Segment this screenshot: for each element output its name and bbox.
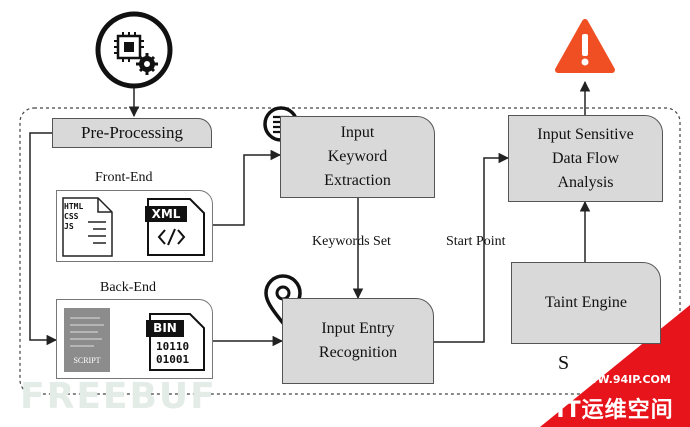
pre-processing-node: Pre-Processing xyxy=(52,118,212,148)
site-url-watermark: WWW.94IP.COM xyxy=(573,373,671,386)
arrow-frontend-to-keyword xyxy=(213,149,282,226)
script-file-icon xyxy=(64,308,110,372)
entry-recognition-node: Input Entry Recognition xyxy=(282,298,434,384)
arrow-preprocessing-to-backend xyxy=(29,132,58,346)
system-boundary xyxy=(19,107,681,395)
front-end-panel xyxy=(56,190,213,262)
back-end-label: Back-End xyxy=(100,280,156,295)
site-name-watermark: IT运维空间 xyxy=(556,398,674,423)
processor-gear-icon xyxy=(95,11,173,89)
front-end-label: Front-End xyxy=(95,170,153,185)
arrow-entry-to-analysis xyxy=(434,152,510,343)
keyword-extraction-node: Input Keyword Extraction xyxy=(280,116,435,198)
bin-file-icon xyxy=(146,313,205,371)
bin-bits-1: 10110 xyxy=(156,340,190,353)
data-flow-analysis-node: Input Sensitive Data Flow Analysis xyxy=(508,115,663,202)
css-tag: CSS xyxy=(64,212,79,221)
back-end-panel xyxy=(56,299,213,379)
warning-icon xyxy=(555,19,615,73)
taint-engine-node: Taint Engine xyxy=(511,262,661,344)
js-tag: JS xyxy=(64,222,74,231)
bin-tag: BIN xyxy=(153,321,177,335)
bin-bits-2: 01001 xyxy=(156,353,190,366)
xml-tag: XML xyxy=(151,207,181,221)
keywords-set-label: Keywords Set xyxy=(312,234,391,249)
web-file-tags: HTML CSS JS xyxy=(64,202,83,232)
xml-file-icon xyxy=(145,198,205,256)
start-point-label: Start Point xyxy=(446,234,506,249)
html-tag: HTML xyxy=(64,202,84,211)
freebuf-watermark: FREEBUF xyxy=(20,376,217,417)
partial-s-label: S xyxy=(558,352,570,374)
script-tag: SCRIPT xyxy=(73,356,101,365)
web-source-file-icon xyxy=(62,197,113,257)
